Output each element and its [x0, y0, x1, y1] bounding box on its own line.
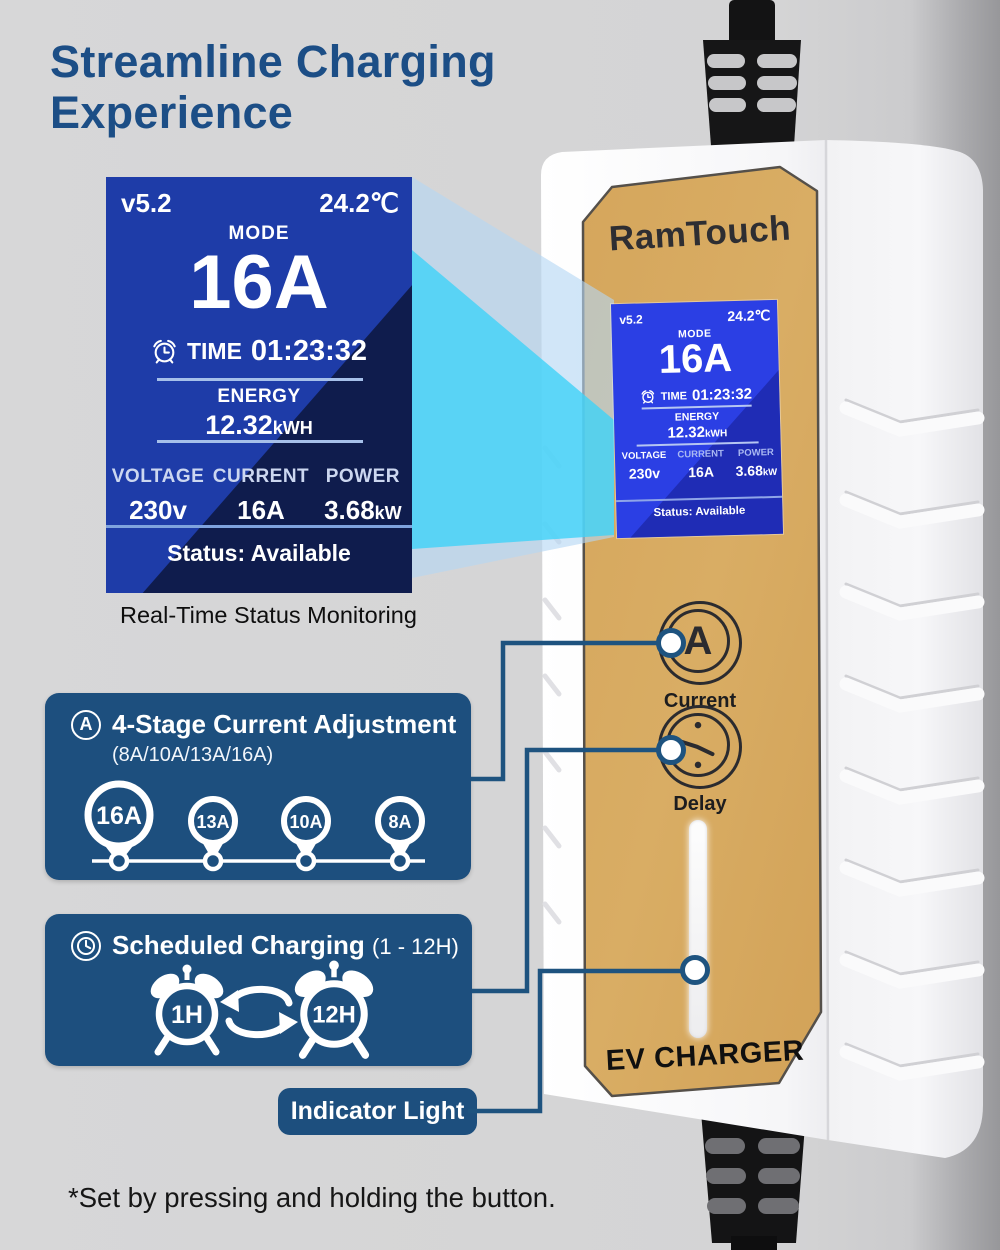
temperature-reading: 24.2℃ [319, 188, 399, 218]
display-caption: Real-Time Status Monitoring [120, 602, 417, 628]
voltage-column: VOLTAGE 230v [106, 466, 210, 526]
connector-line-delay [472, 747, 669, 994]
schedule-clock-icon [71, 930, 101, 961]
callout-header: A 4-Stage Current Adjustment [45, 693, 471, 740]
page-title: Streamline Charging Experience [50, 36, 496, 139]
svg-text:8A: 8A [388, 812, 411, 832]
footnote: *Set by pressing and holding the button. [68, 1182, 556, 1213]
svg-text:16A: 16A [96, 802, 142, 830]
svg-text:13A: 13A [196, 812, 229, 832]
current-button-label: Current [663, 690, 737, 712]
indicator-light-label: Indicator Light [278, 1088, 477, 1135]
time-row: TIME 01:23:32 [613, 385, 779, 406]
connector-dots [656, 628, 710, 985]
energy-value: 12.32kWH [106, 410, 412, 441]
current-label: CURRENT [212, 466, 310, 487]
stage-pins: 16A 13A 10A 8A [84, 780, 425, 872]
energy-label: ENERGY [217, 386, 301, 407]
cycle-arrows-icon [220, 985, 298, 1039]
page-title-line2: Experience [50, 87, 294, 139]
circled-a-icon: A [71, 709, 101, 740]
scheduled-range: (1 - 12H) [372, 934, 459, 959]
svg-text:10A: 10A [289, 812, 322, 832]
device-screen: v5.2 24.2℃ MODE 16A TIME 01:23:32 ENERGY… [610, 299, 784, 539]
energy-number: 12.32 [205, 410, 273, 440]
top-cable [703, 0, 801, 146]
connector-dot-indicator [680, 955, 710, 985]
alarm-clock-12h: 12H [294, 960, 374, 1059]
current-button-glyph: A [683, 619, 713, 663]
power-number: 3.68 [324, 495, 375, 525]
voltage-label: VOLTAGE [111, 466, 205, 487]
timeline-nodes [108, 850, 411, 872]
grip-ridges-right [839, 398, 985, 1081]
voltage-value: 230v [129, 495, 187, 525]
mode-value: 16A [189, 240, 329, 325]
stage-pin-16a: 16A [84, 780, 154, 864]
stage-pin-13a: 13A [188, 796, 238, 861]
display-top-row: v5.2 24.2℃ [121, 188, 399, 219]
time-label: TIME [186, 338, 242, 364]
svg-text:1H: 1H [171, 1001, 203, 1029]
page-title-line1: Streamline Charging [50, 36, 496, 87]
alarm-clock-icon [153, 339, 176, 364]
energy-unit: kWH [272, 418, 313, 438]
firmware-version: v5.2 [121, 188, 172, 218]
alarm-clock-1h: 1H [150, 964, 224, 1056]
status-display-large: v5.2 24.2℃ MODE 16A TIME 01:23:32 ENERGY… [106, 177, 412, 593]
scheduled-title-text: Scheduled Charging [112, 930, 365, 960]
current-column: CURRENT 16A [210, 466, 312, 526]
status-text: Status: Available [167, 540, 351, 566]
delay-button-label: Delay [673, 793, 727, 815]
power-unit: kW [374, 503, 402, 523]
current-value: 16A [237, 495, 285, 525]
callout-title: 4-Stage Current Adjustment [112, 709, 457, 739]
connector-dot-current [656, 628, 686, 658]
bottom-cable [701, 1112, 806, 1250]
stage-pin-10a: 10A [281, 796, 331, 861]
mode-label: MODE [228, 223, 290, 244]
power-value: 3.68kW [312, 495, 414, 526]
power-column: POWER 3.68kW [312, 466, 414, 526]
connector-dot-delay [656, 735, 686, 765]
svg-text:12H: 12H [312, 1002, 356, 1029]
measurements-row: VOLTAGE 230v CURRENT 16A POWER 3.68kW [106, 466, 412, 526]
connector-line-current [471, 640, 669, 782]
callout-title: Scheduled Charging (1 - 12H) [112, 930, 459, 961]
divider [106, 525, 412, 528]
alarm-clock-icon [641, 390, 655, 404]
divider [157, 378, 363, 381]
callout-header: Scheduled Charging (1 - 12H) [45, 914, 472, 961]
connector-lines [468, 640, 693, 1114]
divider [157, 440, 363, 443]
stage-pin-8a: 8A [375, 796, 425, 861]
connector-line-indicator [468, 968, 693, 1114]
time-value: 01:23:32 [250, 335, 368, 367]
callout-subtitle: (8A/10A/13A/16A) [112, 744, 274, 766]
time-row: TIME 01:23:32 [106, 335, 412, 368]
power-label: POWER [325, 466, 400, 487]
